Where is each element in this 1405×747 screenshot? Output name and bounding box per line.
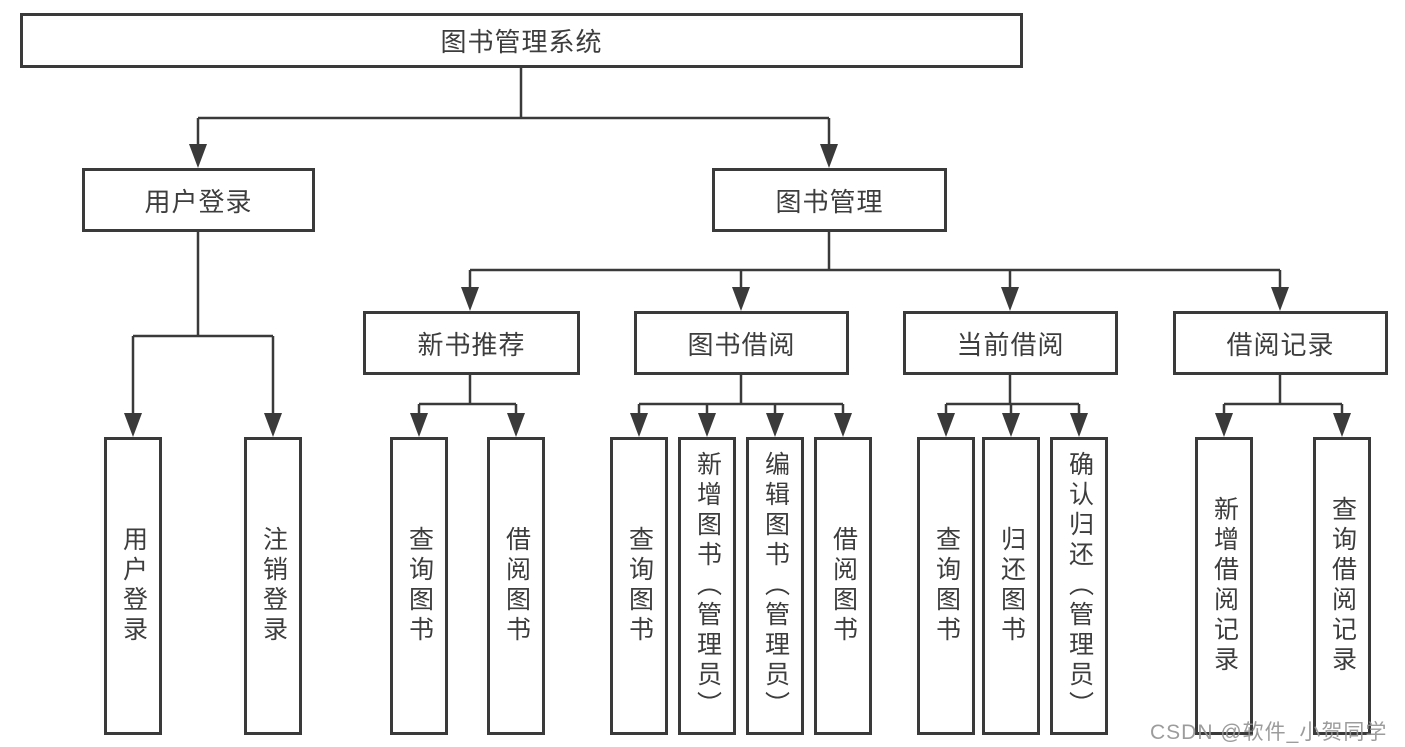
node-new-book-recommend: 新书推荐	[363, 311, 580, 375]
node-borrowing-records: 借阅记录	[1173, 311, 1388, 375]
leaf-logout: 注销登录	[244, 437, 302, 735]
leaf-add-books-admin: 新增图书（管理员）	[678, 437, 736, 735]
leaf-query-books-borrow: 查询图书	[610, 437, 668, 735]
leaf-label: 编辑图书（管理员）	[761, 451, 790, 721]
leaf-query-books-recommend: 查询图书	[390, 437, 448, 735]
leaf-query-borrow-record: 查询借阅记录	[1313, 437, 1371, 735]
node-user-login: 用户登录	[82, 168, 315, 232]
leaf-label: 查询图书	[932, 526, 961, 646]
leaf-label: 查询借阅记录	[1328, 496, 1357, 676]
connector-path	[131, 68, 1344, 417]
leaf-return-books: 归还图书	[982, 437, 1040, 735]
leaf-label: 归还图书	[997, 526, 1026, 646]
node-label: 图书管理系统	[440, 27, 603, 57]
arrowhead-icons	[124, 144, 1351, 437]
leaf-label: 用户登录	[119, 526, 148, 646]
node-library-system: 图书管理系统	[20, 13, 1023, 68]
leaf-label: 借阅图书	[502, 526, 531, 646]
leaf-edit-books-admin: 编辑图书（管理员）	[746, 437, 804, 735]
leaf-label: 新增借阅记录	[1210, 496, 1239, 676]
leaf-add-borrow-record: 新增借阅记录	[1195, 437, 1253, 735]
leaf-user-login: 用户登录	[104, 437, 162, 735]
leaf-label: 确认归还（管理员）	[1065, 451, 1094, 721]
node-label: 新书推荐	[417, 329, 526, 360]
leaf-query-books-current: 查询图书	[917, 437, 975, 735]
leaf-label: 查询图书	[405, 526, 434, 646]
node-label: 图书借阅	[687, 329, 796, 360]
node-label: 借阅记录	[1226, 329, 1335, 360]
leaf-label: 注销登录	[259, 526, 288, 646]
node-label: 图书管理	[775, 186, 884, 217]
node-label: 当前借阅	[956, 329, 1065, 360]
leaf-label: 查询图书	[625, 526, 654, 646]
leaf-borrow-books: 借阅图书	[814, 437, 872, 735]
node-book-borrowing: 图书借阅	[634, 311, 849, 375]
node-book-management: 图书管理	[712, 168, 947, 232]
leaf-label: 新增图书（管理员）	[693, 451, 722, 721]
node-current-borrowing: 当前借阅	[903, 311, 1118, 375]
leaf-label: 借阅图书	[829, 526, 858, 646]
leaf-confirm-return-admin: 确认归还（管理员）	[1050, 437, 1108, 735]
node-label: 用户登录	[144, 186, 253, 217]
leaf-borrow-books-recommend: 借阅图书	[487, 437, 545, 735]
csdn-watermark: CSDN @软件_小贺同学	[1150, 721, 1388, 744]
